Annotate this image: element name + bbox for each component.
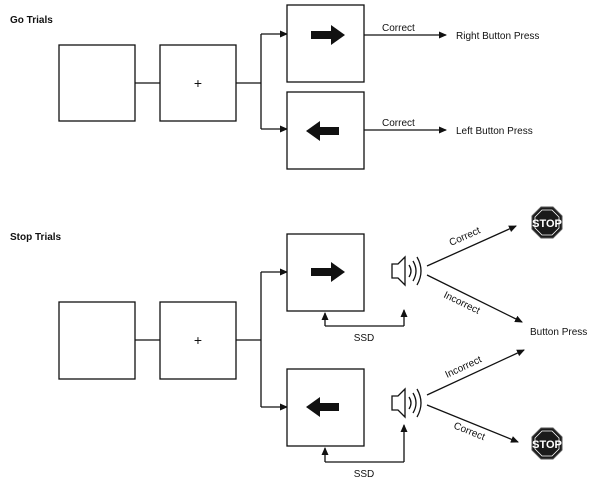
arrow-right-icon [311, 262, 345, 282]
stop-blank-screen [58, 301, 136, 380]
stop-top-incorrect-edge [426, 274, 523, 323]
stop-button-press: Button Press [530, 327, 587, 338]
stop-sign-bottom-text: STOP [532, 439, 562, 451]
arrow-right-icon [311, 25, 345, 45]
go-correct-right-label: Correct [382, 23, 415, 34]
stop-trials-title: Stop Trials [10, 232, 62, 243]
stop-left-stimulus-screen [286, 368, 365, 447]
speaker-icon [391, 387, 422, 419]
go-right-stimulus-screen [286, 4, 365, 83]
go-right-button-press: Right Button Press [456, 31, 539, 42]
stop-bottom-incorrect-label: Incorrect [444, 354, 484, 381]
go-blank-screen [58, 44, 136, 122]
stop-top-incorrect-label: Incorrect [442, 290, 482, 317]
go-left-button-press: Left Button Press [456, 126, 533, 137]
stop-fixation-screen [159, 301, 237, 380]
arrow-left-icon [306, 397, 339, 417]
stop-sign-top-text: STOP [532, 218, 562, 230]
ssd-label-bottom: SSD [354, 469, 375, 480]
stop-bottom-correct-edge [426, 404, 519, 443]
stop-sign-icon: STOP [531, 427, 563, 460]
go-trials-title: Go Trials [10, 15, 53, 26]
stop-bottom-incorrect-edge [426, 349, 525, 396]
go-fixation-cross: + [194, 75, 202, 91]
stop-sign-icon: STOP [531, 206, 563, 239]
stop-top-correct-label: Correct [448, 225, 483, 248]
stop-bottom-correct-label: Correct [452, 421, 487, 444]
go-correct-left-label: Correct [382, 118, 415, 129]
arrow-left-icon [306, 121, 339, 141]
speaker-icon [391, 255, 422, 287]
stop-top-correct-edge [426, 225, 517, 267]
stop-fixation-cross: + [194, 332, 202, 348]
ssd-label-top: SSD [354, 333, 375, 344]
